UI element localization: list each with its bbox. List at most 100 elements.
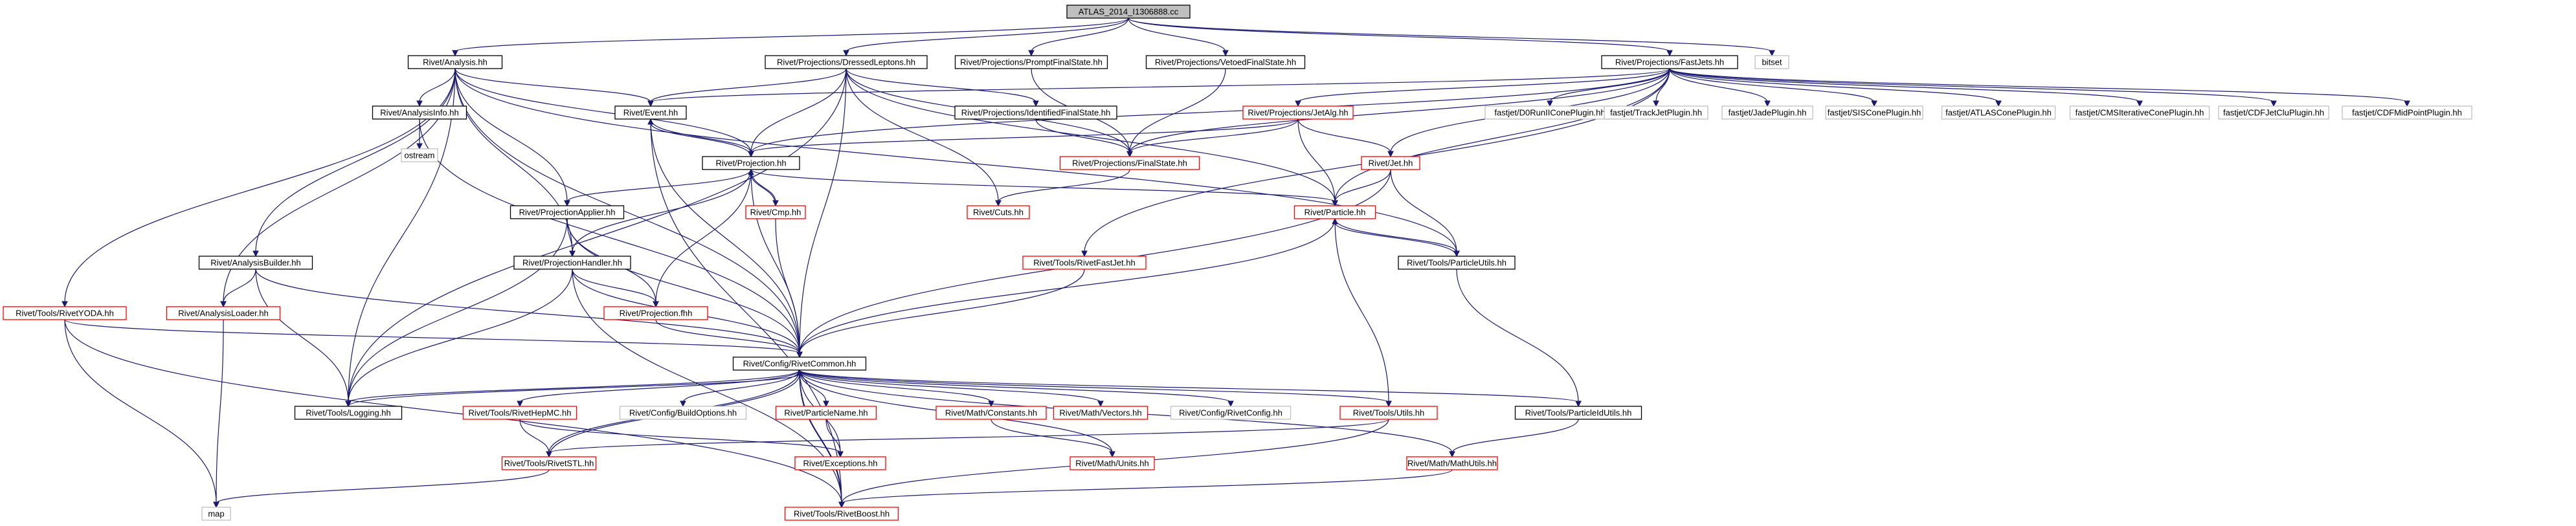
node-box: [1170, 406, 1292, 420]
node-vetoed[interactable]: Rivet/Projections/VetoedFinalState.hh: [1145, 55, 1306, 69]
node-label: Rivet/Projection.hh: [715, 159, 786, 168]
node-projhandler[interactable]: Rivet/ProjectionHandler.hh: [513, 256, 631, 270]
node-mathunits[interactable]: Rivet/Math/Units.hh: [1070, 456, 1155, 470]
node-box: [619, 406, 747, 420]
node-label: Rivet/Projections/DressedLeptons.hh: [777, 58, 915, 67]
node-analysisinfo[interactable]: Rivet/AnalysisInfo.hh: [372, 105, 467, 120]
node-atlascone[interactable]: fastjet/ATLASConePlugin.hh: [1941, 105, 2056, 120]
node-analysis[interactable]: Rivet/Analysis.hh: [407, 55, 503, 69]
node-prompt[interactable]: Rivet/Projections/PromptFinalState.hh: [954, 55, 1108, 69]
node-label: Rivet/ProjectionApplier.hh: [519, 208, 616, 217]
edge-mathconst-to-mathunits: [991, 419, 1115, 458]
node-finalstate[interactable]: Rivet/Projections/FinalState.hh: [1059, 156, 1200, 170]
node-label: fastjet/CDFJetCluPlugin.hh: [2223, 108, 2324, 118]
node-d0run[interactable]: fastjet/D0RunIIConePlugin.hh: [1484, 105, 1615, 120]
edge-particleutils-to-particle: [1332, 217, 1457, 257]
node-identified[interactable]: Rivet/Projections/IdentifiedFinalState.h…: [954, 105, 1117, 120]
edge-fastjets-to-cms: [1669, 68, 2143, 107]
node-rivetstl[interactable]: Rivet/Tools/RivetSTL.hh: [501, 456, 597, 470]
node-rivetcommon[interactable]: Rivet/Config/RivetCommon.hh: [732, 356, 867, 371]
node-label: Rivet/Projections/FinalState.hh: [1072, 159, 1187, 168]
node-box: [1406, 456, 1498, 470]
node-analysisloader[interactable]: Rivet/AnalysisLoader.hh: [166, 306, 281, 320]
edge-analysis-to-event: [454, 68, 654, 107]
node-cms[interactable]: fastjet/CMSIterativeConePlugin.hh: [2069, 105, 2210, 120]
edge-jetalg-to-projection: [748, 118, 1299, 158]
edge-projection-to-projfhh: [653, 169, 752, 308]
node-logging[interactable]: Rivet/Tools/Logging.hh: [294, 406, 403, 420]
node-cuts[interactable]: Rivet/Cuts.hh: [967, 205, 1030, 219]
node-buildoptions[interactable]: Rivet/Config/BuildOptions.hh: [619, 406, 747, 420]
edge-particle-to-rivetcommon: [796, 218, 1336, 358]
node-label: fastjet/SISConePlugin.hh: [1828, 108, 1921, 118]
node-label: fastjet/CMSIterativeConePlugin.hh: [2076, 108, 2204, 118]
node-box: [935, 406, 1047, 420]
edge-fastjets-to-jetalg: [1295, 68, 1670, 107]
node-projfhh[interactable]: Rivet/Projection.fhh: [603, 306, 708, 320]
node-rivetboost[interactable]: Rivet/Tools/RivetBoost.hh: [784, 507, 899, 521]
node-box: [2069, 105, 2210, 120]
node-root[interactable]: ATLAS_2014_I1306888.cc: [1066, 5, 1191, 19]
edge-analysisinfo-to-rivetcommon: [419, 118, 803, 358]
node-label: Rivet/AnalysisInfo.hh: [380, 108, 458, 118]
node-rivetyoda[interactable]: Rivet/Tools/RivetYODA.hh: [3, 306, 127, 320]
node-box: [198, 256, 313, 270]
node-event[interactable]: Rivet/Event.hh: [614, 105, 687, 120]
node-label: Rivet/AnalysisLoader.hh: [178, 309, 268, 318]
node-rivetconfig[interactable]: Rivet/Config/RivetConfig.hh: [1170, 406, 1292, 420]
node-box: [1145, 55, 1306, 69]
node-projection[interactable]: Rivet/Projection.hh: [702, 156, 800, 170]
node-label: Rivet/Projection.fhh: [620, 309, 693, 318]
node-particleutils[interactable]: Rivet/Tools/ParticleUtils.hh: [1398, 256, 1516, 270]
node-projapplier[interactable]: Rivet/ProjectionApplier.hh: [510, 205, 625, 219]
node-particlename[interactable]: Rivet/ParticleName.hh: [775, 406, 877, 420]
node-mathutils[interactable]: Rivet/Math/MathUtils.hh: [1406, 456, 1498, 470]
node-label: Rivet/Math/Units.hh: [1075, 459, 1148, 468]
node-label: Rivet/Tools/RivetBoost.hh: [794, 509, 890, 519]
node-jet[interactable]: Rivet/Jet.hh: [1361, 156, 1420, 170]
node-label: Rivet/Tools/ParticleIdUtils.hh: [1525, 408, 1632, 418]
node-jade[interactable]: fastjet/JadePlugin.hh: [1721, 105, 1813, 120]
node-rivethepmc[interactable]: Rivet/Tools/RivetHepMC.hh: [462, 406, 577, 420]
node-box: [765, 55, 928, 69]
node-toolsutils[interactable]: Rivet/Tools/Utils.hh: [1339, 406, 1438, 420]
node-box: [775, 406, 877, 420]
node-cmp[interactable]: Rivet/Cmp.hh: [745, 205, 806, 219]
node-siscone[interactable]: fastjet/SISConePlugin.hh: [1825, 105, 1923, 120]
edge-projection-to-projapplier: [564, 169, 752, 207]
node-label: Rivet/Config/RivetCommon.hh: [743, 359, 857, 369]
node-exceptions[interactable]: Rivet/Exceptions.hh: [794, 456, 886, 470]
node-ostream[interactable]: ostream: [401, 148, 438, 162]
node-fastjets[interactable]: Rivet/Projections/FastJets.hh: [1601, 55, 1738, 69]
node-analysisbuilder[interactable]: Rivet/AnalysisBuilder.hh: [198, 256, 313, 270]
node-label: ostream: [405, 151, 435, 160]
node-label: Rivet/Cmp.hh: [750, 208, 801, 217]
node-trackjet[interactable]: fastjet/TrackJetPlugin.hh: [1604, 105, 1708, 120]
node-cdfjetclu[interactable]: fastjet/CDFJetCluPlugin.hh: [2218, 105, 2329, 120]
edge-rivetyoda-to-map: [64, 319, 219, 509]
edge-event-to-rivetcommon: [650, 118, 803, 358]
node-particle[interactable]: Rivet/Particle.hh: [1294, 205, 1376, 219]
node-mathconst[interactable]: Rivet/Math/Constants.hh: [935, 406, 1047, 420]
edge-rivetcommon-to-rivetboost: [799, 369, 845, 509]
edge-jet-to-particleutils: [1390, 169, 1460, 258]
node-dressed[interactable]: Rivet/Projections/DressedLeptons.hh: [765, 55, 928, 69]
node-label: Rivet/Tools/ParticleUtils.hh: [1407, 258, 1506, 268]
node-cdfmid[interactable]: fastjet/CDFMidPointPlugin.hh: [2342, 105, 2472, 120]
node-jetalg[interactable]: Rivet/Projections/JetAlg.hh: [1242, 105, 1354, 120]
node-box: [1721, 105, 1813, 120]
node-label: Rivet/Math/MathUtils.hh: [1407, 459, 1497, 468]
node-particleidutils[interactable]: Rivet/Tools/ParticleIdUtils.hh: [1514, 406, 1642, 420]
node-mathvectors[interactable]: Rivet/Math/Vectors.hh: [1053, 406, 1148, 420]
node-box: [794, 456, 886, 470]
node-box: [510, 205, 625, 219]
edge-fastjets-to-siscone: [1669, 68, 1877, 107]
edge-projhandler-to-logging: [345, 268, 573, 408]
node-box: [462, 406, 577, 420]
node-map[interactable]: map: [201, 507, 231, 521]
node-box: [745, 205, 806, 219]
node-bitset[interactable]: bitset: [1754, 55, 1789, 69]
node-rivetfastjet[interactable]: Rivet/Tools/RivetFastJet.hh: [1022, 256, 1147, 270]
node-label: Rivet/Math/Vectors.hh: [1059, 408, 1141, 418]
node-box: [513, 256, 631, 270]
